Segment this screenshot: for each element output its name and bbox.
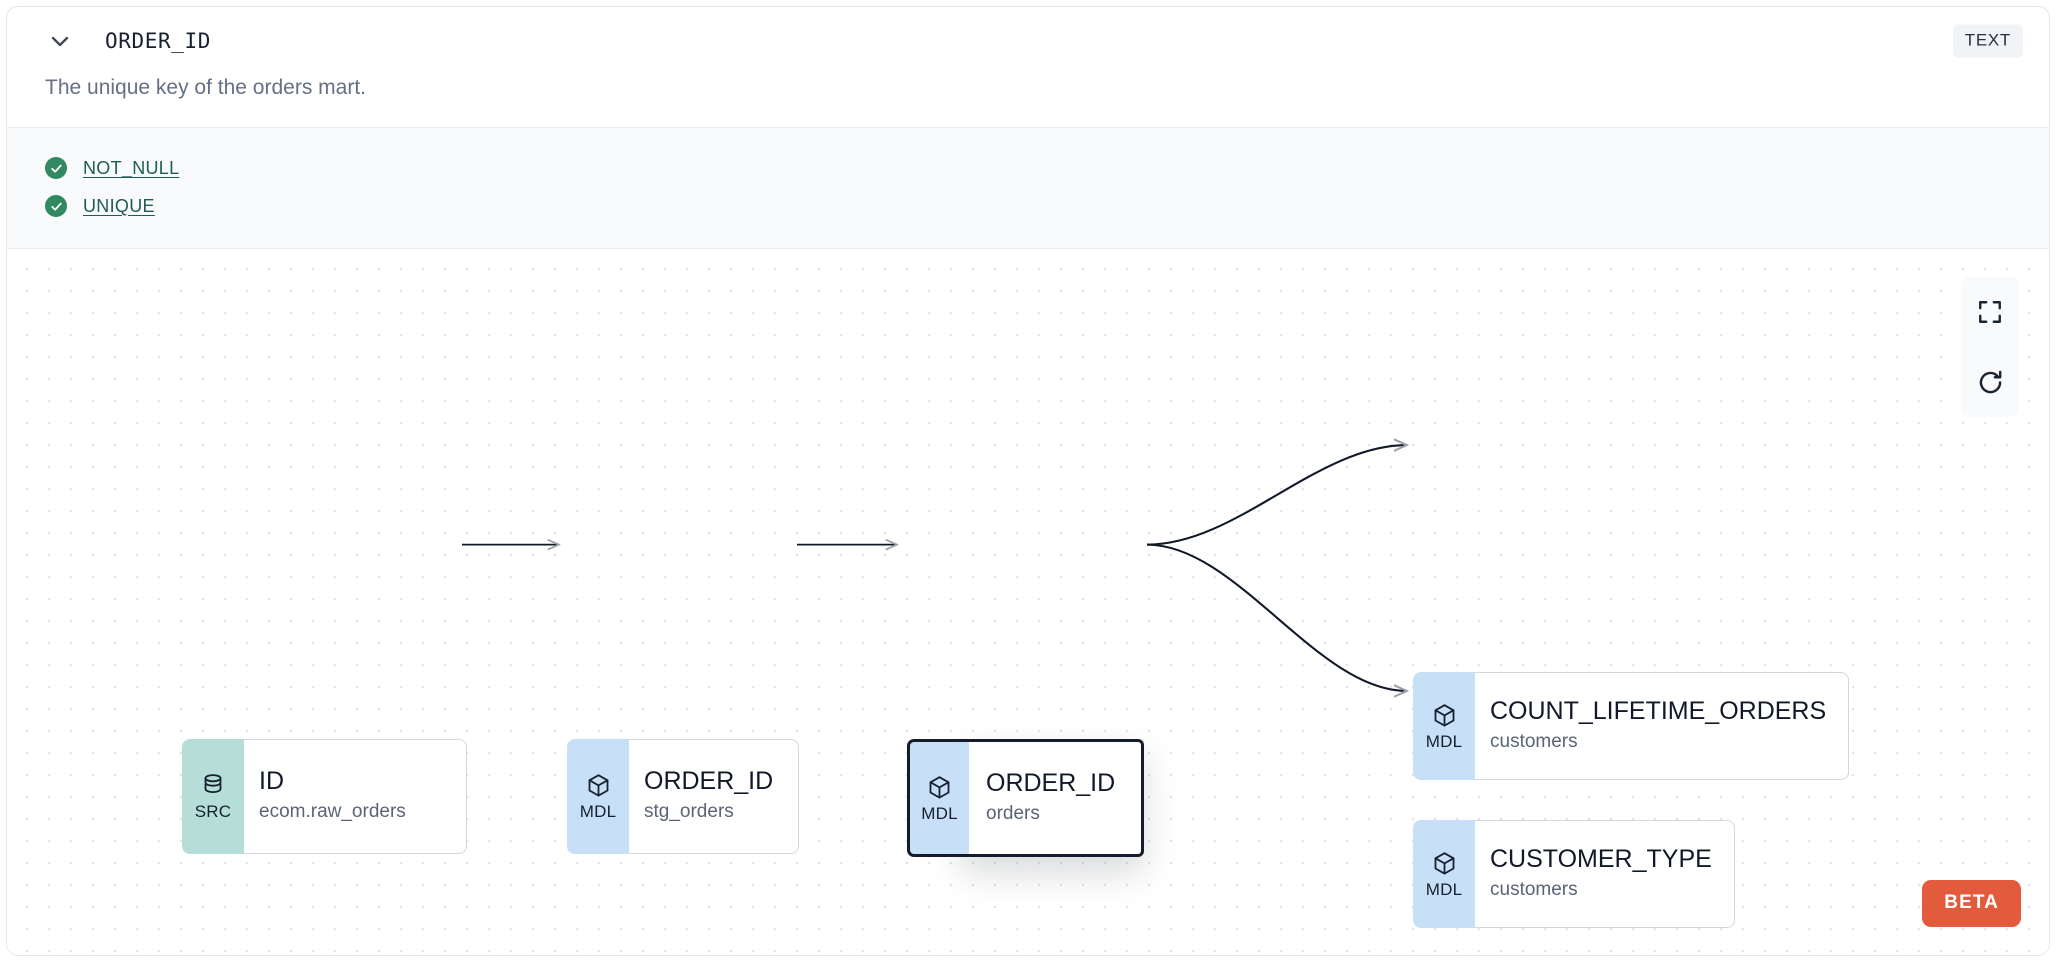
database-icon	[201, 773, 225, 799]
column-detail-card: ORDER_ID TEXT The unique key of the orde…	[6, 6, 2050, 956]
node-name: ID	[259, 767, 284, 796]
node-subtitle: ecom.raw_orders	[259, 801, 406, 823]
node-subtitle: stg_orders	[644, 801, 734, 823]
edge-orders-to-count-lifetime-orders	[1146, 445, 1407, 546]
node-subtitle: customers	[1490, 730, 1578, 752]
refresh-icon	[1977, 369, 2004, 396]
node-name: ORDER_ID	[644, 767, 774, 796]
node-body: COUNT_LIFETIME_ORDERS customers	[1467, 672, 1850, 781]
tests-section: NOT_NULL UNIQUE	[7, 127, 2049, 250]
node-badge-label: MDL	[921, 803, 958, 823]
test-row: NOT_NULL	[45, 149, 2011, 187]
beta-badge[interactable]: BETA	[1922, 880, 2021, 927]
column-description: The unique key of the orders mart.	[45, 76, 366, 99]
lineage-node-stg-order-id[interactable]: MDL ORDER_ID stg_orders	[567, 739, 799, 855]
node-badge-src: SRC	[182, 739, 244, 855]
node-badge-label: MDL	[579, 802, 617, 822]
node-body: ORDER_ID stg_orders	[621, 739, 799, 855]
cube-icon	[1432, 851, 1457, 877]
node-badge-mdl: MDL	[907, 739, 969, 858]
lineage-node-src-id[interactable]: SRC ID ecom.raw_orders	[182, 739, 467, 855]
node-name: ORDER_ID	[986, 768, 1116, 797]
node-body: CUSTOMER_TYPE customers	[1467, 820, 1735, 929]
node-badge-mdl: MDL	[567, 739, 629, 855]
lineage-canvas[interactable]: SRC ID ecom.raw_orders MDL ORDE	[7, 249, 2049, 955]
cube-icon	[586, 773, 611, 799]
fit-view-button[interactable]	[1961, 277, 2019, 348]
test-link-unique[interactable]: UNIQUE	[83, 195, 155, 216]
column-type-badge: TEXT	[1952, 24, 2023, 58]
card-header: ORDER_ID TEXT	[7, 7, 2049, 75]
chevron-down-icon[interactable]	[45, 26, 75, 56]
node-body: ID ecom.raw_orders	[236, 739, 467, 855]
test-row: UNIQUE	[45, 187, 2011, 225]
node-subtitle: customers	[1490, 878, 1578, 900]
lineage-node-count-lifetime-orders[interactable]: MDL COUNT_LIFETIME_ORDERS customers	[1413, 672, 1850, 781]
node-name: COUNT_LIFETIME_ORDERS	[1490, 696, 1827, 725]
node-badge-mdl: MDL	[1413, 672, 1475, 781]
lineage-node-customer-type[interactable]: MDL CUSTOMER_TYPE customers	[1413, 820, 1735, 929]
check-circle-icon	[45, 195, 67, 218]
page-title: ORDER_ID	[105, 29, 211, 53]
canvas-controls	[1961, 277, 2019, 418]
node-badge-mdl: MDL	[1413, 820, 1475, 929]
check-circle-icon	[45, 157, 67, 180]
fullscreen-icon	[1977, 299, 2003, 325]
node-subtitle: orders	[986, 802, 1040, 824]
cube-icon	[1432, 703, 1457, 729]
reload-button[interactable]	[1961, 347, 2019, 418]
node-name: CUSTOMER_TYPE	[1490, 844, 1712, 873]
node-badge-label: MDL	[1425, 731, 1463, 751]
cube-icon	[927, 775, 952, 801]
test-link-not-null[interactable]: NOT_NULL	[83, 157, 180, 178]
node-badge-label: MDL	[1425, 879, 1463, 899]
node-body: ORDER_ID orders	[961, 739, 1144, 858]
node-badge-label: SRC	[194, 802, 232, 822]
edge-orders-to-customer-type	[1146, 543, 1407, 691]
lineage-node-orders-order-id[interactable]: MDL ORDER_ID orders	[907, 739, 1144, 858]
